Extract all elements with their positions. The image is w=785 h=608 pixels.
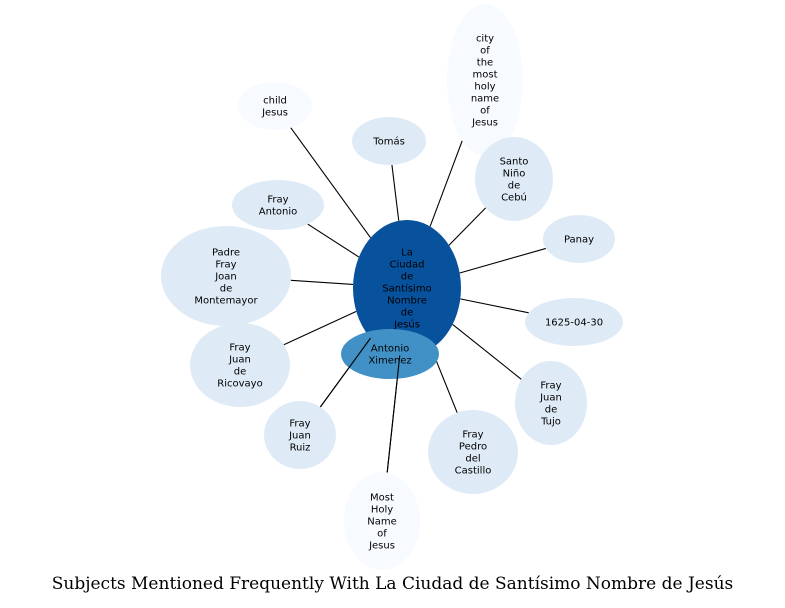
edge-fray-antonio bbox=[307, 223, 360, 258]
network-diagram: childJesuscityofthemostholynameofJesusTo… bbox=[161, 4, 623, 570]
node-label-city-of-the-most-holy-name: Jesus bbox=[471, 118, 498, 129]
node-label-antonio-ximenez: Antonio bbox=[371, 344, 409, 355]
node-label-santo-nino-de-cebu: Niño bbox=[503, 169, 526, 180]
edge-child-jesus bbox=[290, 127, 372, 239]
node-shape-la-ciudad bbox=[353, 220, 461, 356]
node-label-most-holy-name-of-jesus: Name bbox=[367, 517, 397, 528]
node-label-la-ciudad: Santísimo bbox=[382, 283, 431, 295]
nodes: childJesuscityofthemostholynameofJesusTo… bbox=[161, 4, 623, 570]
node-label-most-holy-name-of-jesus: Holy bbox=[371, 505, 393, 516]
node-label-fray-pedro-del-castillo: del bbox=[465, 454, 480, 465]
node-shape-padre-fray-joan-de-montemayor bbox=[161, 226, 291, 326]
node-label-fray-juan-de-ricovayo: Juan bbox=[228, 355, 251, 366]
diagram-title: Subjects Mentioned Frequently With La Ci… bbox=[51, 574, 734, 594]
node-label-date-1625: 1625-04-30 bbox=[545, 318, 603, 329]
node-label-antonio-ximenez: Ximenez bbox=[368, 356, 411, 367]
node-label-la-ciudad: de bbox=[401, 308, 414, 319]
edge-panay bbox=[459, 247, 547, 274]
node-label-tomas: Tomás bbox=[372, 136, 405, 148]
edge-fray-juan-de-ricovayo bbox=[283, 310, 357, 346]
node-label-la-ciudad: Nombre bbox=[387, 296, 427, 307]
edge-padre-fray-joan-de-montemayor bbox=[290, 279, 354, 285]
node-shape-date-1625 bbox=[525, 298, 623, 346]
node-shape-tomas bbox=[352, 117, 426, 165]
node-label-fray-juan-ruiz: Juan bbox=[288, 431, 311, 442]
node-shape-panay bbox=[543, 215, 615, 263]
node-label-panay: Panay bbox=[564, 235, 594, 246]
node-shape-fray-pedro-del-castillo bbox=[428, 410, 518, 494]
node-label-fray-pedro-del-castillo: Pedro bbox=[459, 442, 487, 453]
edge-overlay-fray-juan-ruiz bbox=[319, 337, 371, 408]
node-label-fray-antonio: Fray bbox=[267, 195, 288, 206]
node-shape-fray-antonio bbox=[232, 180, 324, 230]
node-label-la-ciudad: Jesús bbox=[393, 319, 420, 331]
node-label-city-of-the-most-holy-name: name bbox=[471, 94, 499, 105]
node-label-la-ciudad: Ciudad bbox=[390, 260, 425, 271]
node-label-fray-juan-de-tujo: Fray bbox=[540, 381, 561, 392]
edge-santo-nino-de-cebu bbox=[448, 207, 487, 246]
node-label-fray-juan-de-ricovayo: de bbox=[234, 367, 247, 378]
node-label-padre-fray-joan-de-montemayor: Fray bbox=[215, 260, 236, 271]
node-label-fray-juan-de-ricovayo: Fray bbox=[229, 343, 250, 354]
node-shape-most-holy-name-of-jesus bbox=[344, 472, 420, 570]
node-shape-antonio-ximenez bbox=[341, 329, 439, 379]
node-label-most-holy-name-of-jesus: Jesus bbox=[368, 541, 395, 552]
node-shape-fray-juan-de-tujo bbox=[515, 361, 587, 445]
edge-overlay-most-holy-name-of-jesus bbox=[386, 355, 401, 473]
node-label-santo-nino-de-cebu: de bbox=[508, 181, 521, 192]
node-label-fray-juan-de-ricovayo: Ricovayo bbox=[217, 379, 262, 390]
edge-date-1625 bbox=[460, 298, 529, 314]
node-shape-santo-nino-de-cebu bbox=[475, 137, 553, 221]
node-label-city-of-the-most-holy-name: city bbox=[476, 34, 494, 45]
node-shape-fray-juan-de-ricovayo bbox=[190, 323, 290, 407]
edge-fray-juan-de-tujo bbox=[452, 323, 522, 380]
node-label-city-of-the-most-holy-name: holy bbox=[474, 82, 495, 93]
node-label-fray-juan-de-tujo: Tujo bbox=[540, 417, 561, 428]
node-label-padre-fray-joan-de-montemayor: Montemayor bbox=[194, 296, 258, 307]
node-tomas: Tomás bbox=[352, 117, 426, 165]
node-label-fray-antonio: Antonio bbox=[259, 207, 297, 218]
node-label-fray-pedro-del-castillo: Castillo bbox=[455, 466, 492, 477]
node-label-la-ciudad: de bbox=[401, 272, 414, 283]
node-label-fray-juan-de-tujo: de bbox=[545, 405, 558, 416]
node-shape-fray-juan-ruiz bbox=[264, 401, 336, 469]
node-label-child-jesus: Jesus bbox=[261, 108, 288, 119]
node-label-city-of-the-most-holy-name: most bbox=[473, 70, 498, 81]
node-label-padre-fray-joan-de-montemayor: Joan bbox=[214, 272, 237, 283]
node-label-la-ciudad: La bbox=[401, 248, 413, 259]
node-label-child-jesus: child bbox=[263, 96, 287, 107]
node-label-fray-pedro-del-castillo: Fray bbox=[462, 430, 483, 441]
node-label-fray-juan-de-tujo: Juan bbox=[539, 393, 562, 404]
node-label-padre-fray-joan-de-montemayor: de bbox=[220, 284, 233, 295]
node-panay: Panay bbox=[543, 215, 615, 263]
node-shape-child-jesus bbox=[238, 82, 312, 130]
node-label-most-holy-name-of-jesus: of bbox=[377, 529, 387, 540]
node-label-santo-nino-de-cebu: Santo bbox=[500, 157, 529, 168]
node-label-padre-fray-joan-de-montemayor: Padre bbox=[212, 248, 240, 259]
node-label-santo-nino-de-cebu: Cebú bbox=[501, 192, 527, 204]
node-label-city-of-the-most-holy-name: of bbox=[480, 46, 490, 57]
edge-city-of-the-most-holy-name bbox=[429, 140, 463, 227]
node-label-fray-juan-ruiz: Ruiz bbox=[290, 443, 311, 454]
edge-tomas bbox=[391, 164, 400, 221]
node-label-city-of-the-most-holy-name: the bbox=[477, 58, 493, 69]
node-date-1625: 1625-04-30 bbox=[525, 298, 623, 346]
node-label-most-holy-name-of-jesus: Most bbox=[370, 493, 394, 504]
node-label-city-of-the-most-holy-name: of bbox=[480, 106, 490, 117]
node-shape-city-of-the-most-holy-name bbox=[447, 4, 523, 156]
node-label-fray-juan-ruiz: Fray bbox=[289, 419, 310, 430]
